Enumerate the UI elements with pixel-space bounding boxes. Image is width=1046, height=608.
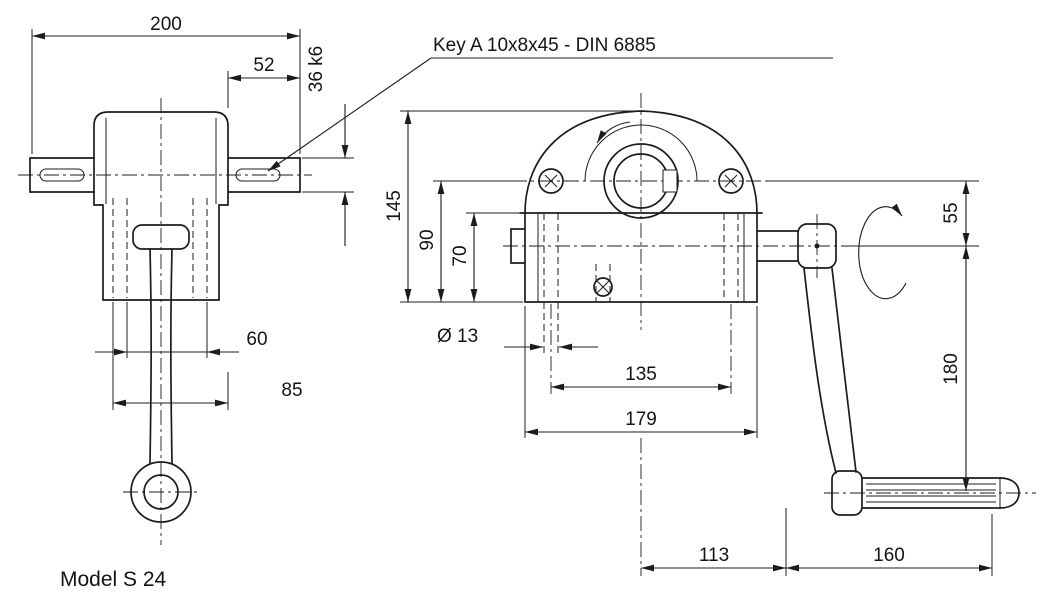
dim-crank-to-center: 113	[641, 508, 787, 576]
crank-hub	[797, 223, 837, 269]
dim-mount-hole-diameter-value: Ø 13	[437, 326, 478, 347]
dim-flange-height-value: 70	[450, 245, 471, 266]
dim-shaft-diameter-value: 36 k6	[306, 46, 327, 92]
left-crank-arm	[130, 224, 192, 523]
dim-mount-hole-spacing: 135	[550, 304, 732, 394]
right-centerlines	[503, 93, 1036, 576]
rotation-arrow-top	[596, 121, 631, 144]
dim-handle-length-value: 160	[873, 545, 905, 566]
crank-hub-center	[814, 243, 820, 249]
left-shaft	[29, 157, 301, 193]
handle-collar	[831, 470, 863, 516]
dim-body-width-value: 179	[625, 409, 657, 430]
bolt-boss-right	[718, 168, 744, 194]
dim-hub-bore-spacing-value: 60	[246, 329, 267, 350]
dim-shaft-diameter: 36 k6	[302, 46, 354, 246]
right-view: 145 90 70 Ø 13 135	[384, 93, 1036, 576]
dim-shaft-offset-value: 55	[941, 202, 962, 223]
keyway-slot-left	[39, 168, 85, 182]
dim-shaft-center-height-value: 90	[417, 229, 438, 250]
boss-outer-circle	[130, 461, 192, 523]
dim-handle-length: 160	[786, 514, 993, 576]
dim-crank-radius-value: 180	[941, 353, 962, 385]
right-housing-dome	[519, 110, 763, 219]
dim-crank-to-center-value: 113	[699, 545, 729, 566]
dim-shaft-offset: 55	[768, 180, 979, 247]
left-centerlines	[18, 98, 312, 545]
dim-overall-height: 145	[384, 110, 636, 303]
dim-mount-hole-diameter: Ø 13	[437, 302, 598, 356]
dim-mount-hole-spacing-value: 135	[625, 364, 657, 385]
bore-outer-circle	[603, 143, 679, 219]
handle-end-cap	[999, 477, 1020, 509]
keyway-slot-right	[235, 168, 281, 182]
key-callout-text: Key A 10x8x45 - DIN 6885	[433, 35, 656, 56]
dim-body-width: 179	[524, 306, 758, 438]
crank-assembly	[797, 203, 1020, 516]
key-callout: Key A 10x8x45 - DIN 6885	[267, 35, 833, 172]
left-view: 200 52 36 k6 60	[18, 14, 354, 545]
boss-inner-circle	[143, 474, 179, 510]
model-label: Model S 24	[60, 568, 167, 591]
right-housing-body	[510, 212, 799, 303]
bolt-boss-left	[538, 168, 564, 194]
dim-flange-height: 70	[450, 212, 520, 302]
bolt-lower	[593, 277, 613, 297]
dim-shaft-stub-length: 52	[227, 55, 300, 108]
dim-crank-radius: 180	[941, 246, 970, 491]
dim-arm-offset: 85	[112, 302, 303, 410]
dim-total-length-value: 200	[150, 14, 182, 35]
left-housing	[93, 111, 229, 301]
dim-arm-offset-value: 85	[281, 380, 302, 401]
dim-total-length: 200	[31, 14, 301, 154]
dim-overall-height-value: 145	[384, 190, 405, 222]
bore-keyway	[662, 169, 678, 193]
rotation-arrow-crank	[858, 203, 907, 300]
dim-shaft-center-height: 90	[417, 180, 516, 302]
dim-hub-bore-spacing: 60	[95, 302, 268, 358]
dim-shaft-stub-value: 52	[253, 55, 274, 76]
